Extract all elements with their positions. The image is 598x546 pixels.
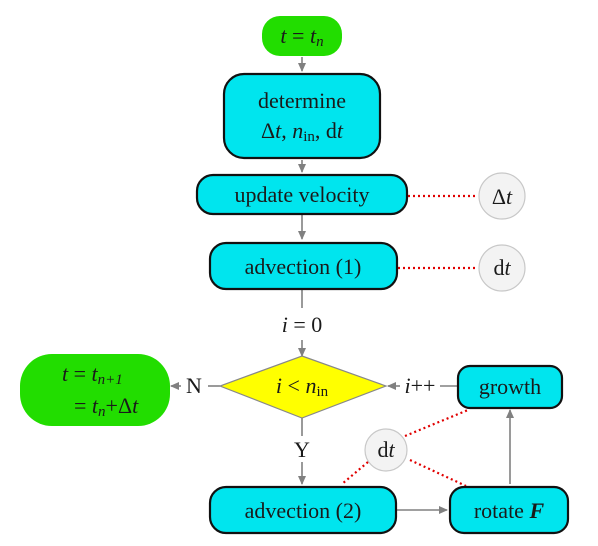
svg-text:i < nin: i < nin bbox=[276, 373, 329, 400]
svg-text:advection (1): advection (1) bbox=[245, 254, 362, 279]
svg-text:advection (2): advection (2) bbox=[245, 498, 362, 523]
dotted-link-param-rotate bbox=[409, 459, 467, 487]
parameter-circle-advection1: dt bbox=[478, 244, 526, 292]
svg-text:determine: determine bbox=[258, 88, 346, 113]
edge-label-init: i = 0 bbox=[282, 312, 323, 337]
advection-2-node: advection (2) bbox=[208, 485, 398, 535]
svg-text:Δt: Δt bbox=[492, 184, 513, 209]
svg-text:= tn+Δt: = tn+Δt bbox=[74, 393, 139, 420]
decision-node: i < nin bbox=[218, 355, 388, 419]
edge-label-increment: i++ bbox=[405, 373, 436, 398]
edge-label-no: N bbox=[186, 373, 202, 398]
svg-text:growth: growth bbox=[479, 374, 541, 399]
determine-node: determine Δt, nin, dt bbox=[222, 72, 382, 160]
parameter-circle-loop: dt bbox=[364, 428, 408, 472]
svg-text:update velocity: update velocity bbox=[234, 182, 369, 207]
growth-node: growth bbox=[456, 364, 564, 410]
svg-text:Δt, nin, dt: Δt, nin, dt bbox=[261, 118, 344, 145]
rotate-f-node: rotate F bbox=[448, 485, 570, 535]
dotted-link-param-advection2 bbox=[341, 461, 369, 485]
parameter-circle-update: Δt bbox=[478, 172, 526, 220]
advection-1-node: advection (1) bbox=[208, 241, 399, 291]
svg-text:t = tn: t = tn bbox=[280, 23, 323, 50]
svg-text:rotate F: rotate F bbox=[474, 498, 545, 523]
svg-text:dt: dt bbox=[493, 255, 511, 280]
start-node: t = tn bbox=[262, 16, 342, 56]
svg-text:t = tn+1: t = tn+1 bbox=[62, 361, 123, 388]
dotted-link-param-growth bbox=[404, 408, 469, 438]
update-velocity-node: update velocity bbox=[195, 173, 409, 216]
svg-text:dt: dt bbox=[377, 437, 395, 462]
end-node: t = tn+1 = tn+Δt bbox=[20, 354, 170, 426]
edge-label-yes: Y bbox=[294, 437, 310, 462]
